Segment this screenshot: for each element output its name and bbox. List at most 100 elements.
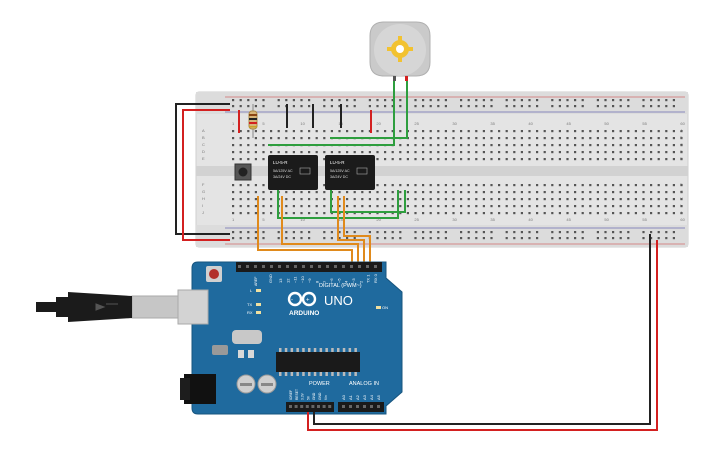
bb-col-label-top: 35 [490,121,495,126]
wire-green-motor-b[interactable] [330,81,408,139]
relay-2-title: LU-5-R [330,160,345,165]
digital-pin-label: TX 1 [366,274,371,283]
analog-label: ANALOG IN [349,381,379,387]
bb-row-label: H [680,196,683,201]
bb-col-label-bottom: 40 [528,217,533,222]
bb-row-label: D [680,149,683,154]
relay-1-title: LU-5-R [273,160,288,165]
bb-col-label-bottom: 5 [262,217,265,222]
digital-pin-label: ~9 [307,278,312,283]
bb-row-label: E [202,156,205,161]
digital-pin-label: RX 0 [373,273,378,283]
bb-row-label: C [680,142,683,147]
analog-pin-label: A0 [341,394,346,400]
bb-col-label-top: 1 [232,121,235,126]
wire-orange-2[interactable] [281,196,359,262]
bb-row-label: B [680,135,683,140]
wire-orange-1[interactable] [257,196,353,262]
bb-row-label: H [202,196,205,201]
bb-col-label-bottom: 10 [300,217,305,222]
bb-row-label: F [680,182,683,187]
bb-row-label: E [680,156,683,161]
bb-col-label-top: 45 [566,121,571,126]
power-pin-label: IOREF [289,390,293,400]
bb-col-label-top: 55 [642,121,647,126]
svg-text:+: + [306,298,310,304]
power-header [286,402,334,412]
bb-col-label-bottom: 45 [566,217,571,222]
wire-red-5v[interactable] [307,240,658,431]
bb-col-label-bottom: 60 [680,217,685,222]
bb-col-label-bottom: 20 [376,217,381,222]
bb-col-label-bottom: 30 [452,217,457,222]
digital-header [236,262,382,272]
wire-black-rail[interactable] [175,103,230,235]
bb-row-label: I [202,203,203,208]
bb-col-label-top: 60 [680,121,685,126]
bb-row-label: B [202,135,205,140]
bb-col-label-bottom: 55 [642,217,647,222]
bb-col-label-top: 5 [262,121,265,126]
analog-pin-label: A5 [376,394,381,400]
bb-col-label-bottom: 1 [232,217,235,222]
power-pin-label: GND [318,392,322,400]
wire-orange-3[interactable] [337,196,365,262]
bb-row-label: A [202,128,205,133]
bb-row-label: G [680,189,683,194]
bb-col-label-bottom: 50 [604,217,609,222]
digital-label: DIGITAL (PWM~) [319,283,362,289]
atmega-chip-icon [276,348,360,376]
dc-jack-icon [180,374,216,404]
digital-pin-label: ~6 [329,278,334,283]
bb-row-label: F [202,182,205,187]
bb-col-label-bottom: 25 [414,217,419,222]
analog-pin-label: A2 [355,394,360,400]
bb-row-label: C [202,142,205,147]
bb-row-label: D [202,149,205,154]
digital-pin-label: ~10 [300,275,305,283]
relay-1[interactable]: LU-5-R 5A/125V AC 3A/24V DC [268,155,318,190]
wire-green-relay-2[interactable] [330,190,406,213]
aref-label: AREF [254,277,258,286]
wire-black-gnd[interactable] [313,234,651,425]
digital-pin-label: ~11 [293,276,298,283]
bb-col-label-top: 10 [300,121,305,126]
bb-col-label-bottom: 15 [338,217,343,222]
bb-col-label-top: 30 [452,121,457,126]
wire-green-motor-a[interactable] [268,81,395,146]
resistor-icon[interactable] [248,104,258,138]
led-on-label: ON [382,305,388,310]
led-l-label: L [250,288,253,293]
pushbutton-icon[interactable] [234,163,252,181]
digital-pin-label: ~3 [351,278,356,283]
relay-2-rating-ac: 5A/125V AC [330,169,350,173]
relay-2[interactable]: LU-5-R 5A/125V AC 3A/24V DC [325,155,375,190]
analog-pin-label: A1 [348,394,353,400]
relay-1-rating-dc: 3A/24V DC [273,175,291,179]
analog-pin-label: A4 [369,394,374,400]
bb-col-label-top: 25 [414,121,419,126]
arduino-logo-text: ARDUINO [289,310,319,317]
arduino-logo-icon: - + [287,291,317,307]
bb-row-label: A [680,128,683,133]
bb-row-label: J [202,210,204,215]
svg-text:-: - [291,298,293,304]
power-pin-label: 3.3V [301,392,305,400]
digital-pin-label: 4 [344,280,349,283]
bb-col-label-top: 20 [376,121,381,126]
wire-orange-4[interactable] [343,196,371,262]
wire-red-rail[interactable] [182,109,230,241]
relay-1-rating-ac: 5A/125V AC [273,169,293,173]
digital-pin-label: ~5 [336,278,341,283]
digital-pin-label: 8 [315,280,320,283]
power-label: POWER [309,381,330,387]
usb-cable-icon[interactable] [36,289,209,325]
motor-icon[interactable] [369,21,431,81]
